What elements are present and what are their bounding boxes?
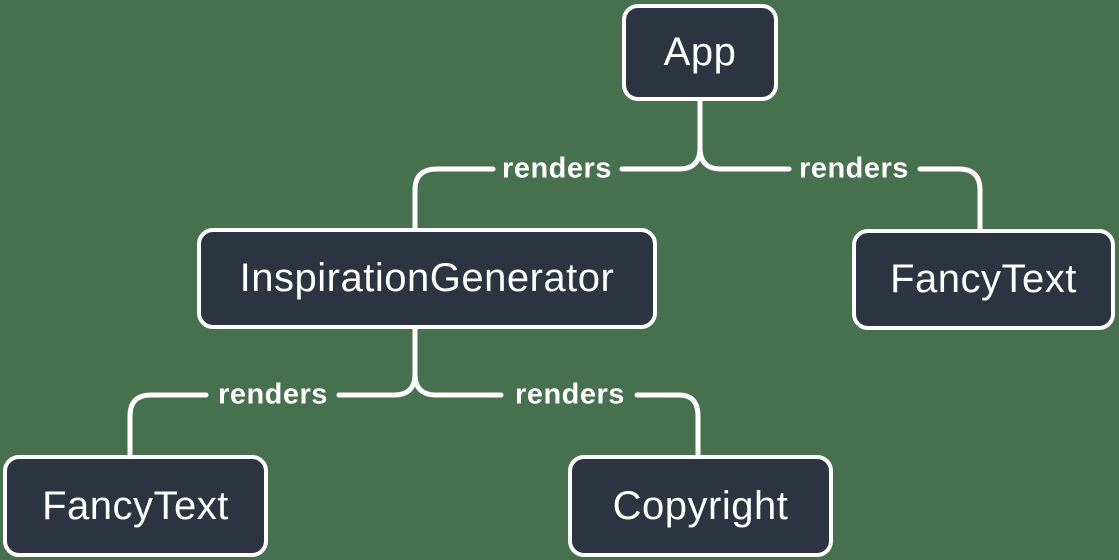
node-inspiration-generator-label: InspirationGenerator	[239, 256, 615, 300]
edge-app-to-inspirationgenerator-outer	[412, 166, 496, 232]
edge-app-to-fancytext-inner	[697, 145, 792, 172]
node-fancy-text-left: FancyText	[3, 455, 268, 557]
node-fancy-text-right: FancyText	[852, 229, 1115, 330]
edge-app-to-inspirationgenerator-inner	[619, 145, 703, 172]
node-copyright: Copyright	[568, 455, 833, 557]
node-fancy-text-right-label: FancyText	[890, 257, 1077, 301]
node-app-label: App	[663, 30, 737, 74]
edge-inspirationgenerator-to-copyright-outer	[634, 392, 701, 459]
edge-inspirationgenerator-to-fancytext-outer	[127, 392, 209, 459]
edge-app-to-fancytext-outer	[917, 166, 983, 233]
edge-label-inspirationgenerator-copyright: renders	[515, 378, 625, 411]
node-app: App	[622, 4, 778, 101]
edge-label-app-inspirationgenerator: renders	[502, 152, 612, 185]
node-inspiration-generator: InspirationGenerator	[197, 228, 657, 329]
node-copyright-label: Copyright	[612, 483, 789, 528]
edge-label-app-fancytext: renders	[799, 152, 909, 185]
edge-label-inspirationgenerator-fancytext: renders	[218, 378, 328, 411]
edge-inspirationgenerator-to-fancytext-inner	[336, 371, 418, 398]
node-fancy-text-left-label: FancyText	[42, 483, 229, 528]
edge-inspirationgenerator-to-copyright-inner	[412, 371, 504, 398]
